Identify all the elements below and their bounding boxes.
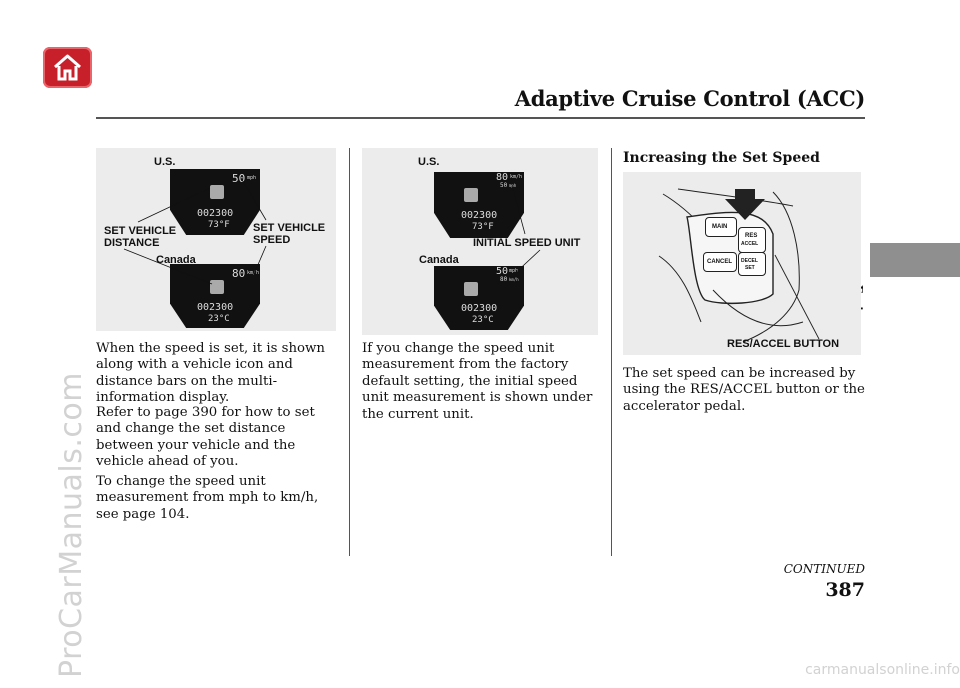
label-us: U.S. bbox=[418, 156, 440, 168]
callout-res-accel-button: RES/ACCEL BUTTON bbox=[727, 338, 840, 350]
paragraph-speed-shown: When the speed is set, it is shown along… bbox=[96, 341, 325, 406]
canada-display-panel: 50 mph 80 km/h 002300 23°C bbox=[434, 266, 524, 330]
figure-initial-speed-unit: U.S. 80 km/h 50 mph 002300 73°F INITIAL … bbox=[362, 148, 598, 335]
figure-set-speed-display: U.S. 50 mph 002300 73°F Canada 80 km/h 0… bbox=[96, 148, 336, 331]
ca-sub-speed: 80 bbox=[500, 276, 508, 283]
vehicle-icon bbox=[210, 280, 224, 294]
us-sub-speed: 50 bbox=[500, 182, 508, 189]
ca-temp: 23°C bbox=[208, 314, 230, 324]
decel-set-button[interactable]: DECEL SET bbox=[738, 252, 766, 276]
ca-unit: mph bbox=[509, 268, 519, 274]
label-us: U.S. bbox=[154, 156, 176, 168]
cancel-button-label: CANCEL bbox=[707, 259, 732, 265]
vehicle-icon bbox=[210, 185, 224, 199]
ca-speed: 80 bbox=[232, 267, 246, 280]
watermark-bottom: carmanualsonline.info bbox=[805, 662, 960, 678]
paragraph-change-unit: To change the speed unit measurement fro… bbox=[96, 474, 319, 522]
page-title: Adaptive Cruise Control (ACC) bbox=[514, 86, 866, 111]
label-canada: Canada bbox=[156, 254, 196, 266]
us-display-panel: 80 km/h 50 mph 002300 73°F bbox=[434, 172, 524, 238]
ca-speed: 50 bbox=[496, 266, 509, 277]
us-speed: 80 bbox=[496, 172, 509, 183]
ca-unit: km/h bbox=[247, 270, 260, 276]
paragraph-increase-speed: The set speed can be increased by using … bbox=[623, 366, 865, 414]
callout-lines bbox=[123, 177, 267, 285]
res-label: RES bbox=[745, 233, 758, 239]
figure-res-accel-button: MAIN CANCEL RES ACCEL DECEL SET RES/ACCE… bbox=[623, 172, 861, 355]
ca-sub-unit: km/h bbox=[509, 277, 519, 282]
vehicle-icon bbox=[464, 188, 478, 202]
us-sub-unit: mph bbox=[509, 183, 517, 188]
ca-odometer: 002300 bbox=[461, 303, 498, 314]
ca-odometer: 002300 bbox=[197, 302, 234, 313]
column-divider-2 bbox=[611, 148, 612, 556]
home-icon bbox=[54, 54, 81, 81]
canada-display-panel: 80 km/h 002300 23°C bbox=[170, 264, 260, 328]
ca-temp: 23°C bbox=[472, 315, 494, 325]
us-temp: 73°F bbox=[208, 220, 230, 230]
label-initial-speed-unit: INITIAL SPEED UNIT bbox=[473, 237, 581, 249]
label-set-vehicle-speed: SET VEHICLE SPEED bbox=[253, 222, 326, 246]
us-odometer: 002300 bbox=[461, 210, 498, 221]
section-heading: Increasing the Set Speed bbox=[623, 150, 820, 166]
main-button[interactable]: MAIN bbox=[705, 217, 737, 237]
home-button[interactable] bbox=[43, 47, 92, 88]
us-speed: 50 bbox=[232, 172, 246, 185]
callout-lines bbox=[509, 185, 541, 279]
accel-label: ACCEL bbox=[741, 241, 759, 247]
res-accel-button[interactable]: RES ACCEL bbox=[738, 227, 766, 253]
cancel-button[interactable]: CANCEL bbox=[703, 252, 737, 272]
main-button-label: MAIN bbox=[712, 224, 728, 230]
header-divider bbox=[96, 117, 865, 119]
watermark-side: ProCarManuals.com bbox=[54, 371, 89, 678]
us-display-panel: 50 mph 002300 73°F bbox=[170, 169, 260, 235]
label-set-vehicle-distance: SET VEHICLE DISTANCE bbox=[104, 225, 177, 249]
set-label: SET bbox=[745, 265, 755, 271]
us-odometer: 002300 bbox=[197, 208, 234, 219]
us-unit: km/h bbox=[510, 174, 523, 180]
paragraph-initial-unit: If you change the speed unit measurement… bbox=[362, 341, 593, 422]
continued-label: CONTINUED bbox=[783, 562, 865, 576]
paragraph-set-distance: Refer to page 390 for how to set and cha… bbox=[96, 405, 315, 470]
label-canada: Canada bbox=[419, 254, 459, 266]
decel-label: DECEL bbox=[741, 258, 758, 264]
section-tab[interactable] bbox=[870, 243, 960, 277]
vehicle-icon bbox=[464, 282, 478, 296]
us-unit: mph bbox=[247, 175, 257, 181]
us-temp: 73°F bbox=[472, 222, 494, 232]
column-divider-1 bbox=[349, 148, 350, 556]
page-number: 387 bbox=[825, 579, 865, 601]
